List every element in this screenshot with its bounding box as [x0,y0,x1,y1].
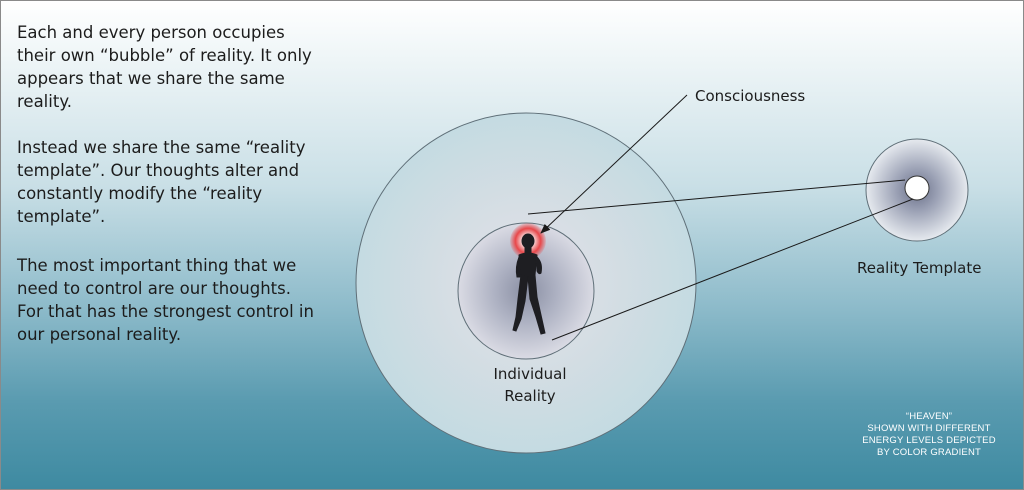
individual-reality-label: Individual Reality [471,363,589,407]
heaven-caption-title: “HEAVEN” [905,411,953,422]
person-figure [512,233,546,335]
individual-reality-label-line1: Individual [493,365,567,383]
thoughts-control-paragraph: The most important thing that we need to… [17,256,314,344]
consciousness-pointer-arrow [540,94,688,234]
intro-paragraph: Each and every person occupies their own… [17,23,312,111]
heaven-caption: “HEAVEN” SHOWN WITH DIFFERENT ENERGY LEV… [855,411,1003,459]
heaven-caption-line3: ENERGY LEVELS DEPICTED [862,435,996,446]
heaven-caption-line4: BY COLOR GRADIENT [876,447,982,458]
reality-template-label: Reality Template [857,259,982,277]
template-connector-line-top [527,179,906,215]
heaven-caption-line2: SHOWN WITH DIFFERENT [867,423,991,434]
reality-template-paragraph: Instead we share the same “reality templ… [17,138,306,226]
individual-reality-label-line2: Reality [504,387,556,405]
reality-template-core [904,175,930,201]
template-connector-line-bottom [551,198,914,341]
consciousness-label: Consciousness [695,87,806,105]
